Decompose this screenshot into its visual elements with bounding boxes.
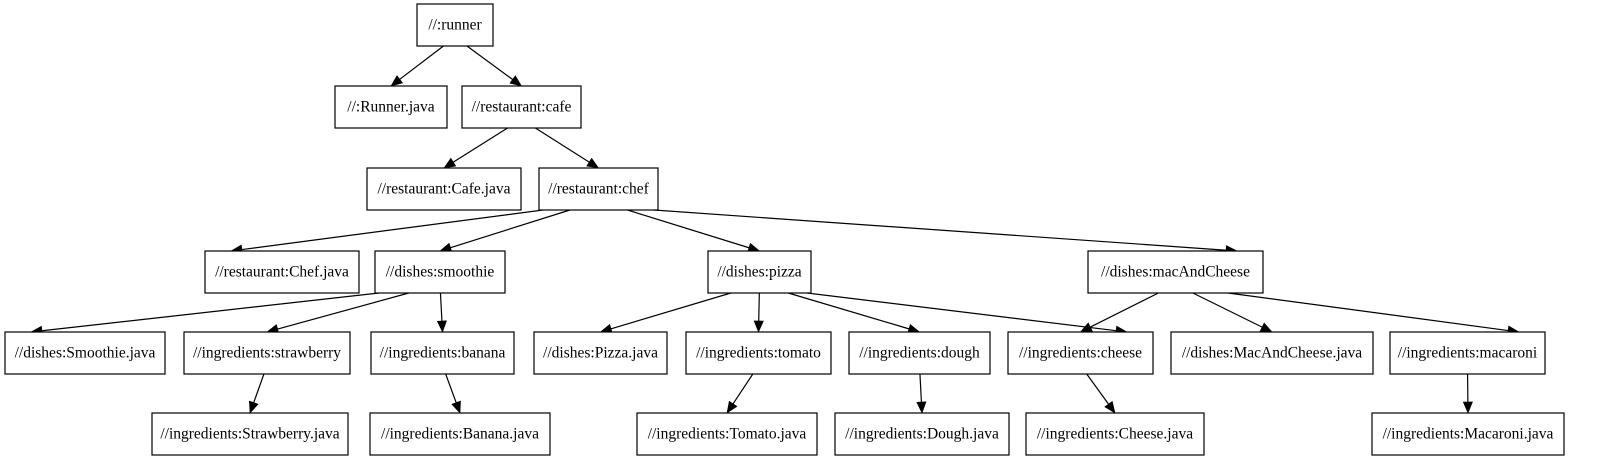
graph-node[interactable]: //ingredients:Dough.java — [834, 412, 1010, 456]
graph-edge — [916, 373, 927, 414]
graph-node[interactable]: //restaurant:Chef.java — [204, 250, 360, 294]
graph-edge — [439, 209, 571, 253]
graph-edge — [1086, 373, 1116, 414]
graph-node-label: //dishes:Pizza.java — [543, 345, 658, 362]
graph-node[interactable]: //ingredients:Macaroni.java — [1371, 412, 1565, 456]
graph-node-label: //ingredients:dough — [859, 345, 980, 362]
graph-edge — [390, 45, 444, 87]
graph-edge — [443, 127, 508, 169]
graph-edge — [1192, 292, 1273, 333]
graph-node[interactable]: //dishes:Pizza.java — [533, 331, 668, 375]
graph-node-label: //ingredients:cheese — [1019, 345, 1142, 362]
graph-node[interactable]: //restaurant:cafe — [461, 85, 582, 129]
graph-edge — [230, 209, 544, 255]
graph-node[interactable]: //ingredients:banana — [370, 331, 515, 375]
graph-node-label: //ingredients:Cheese.java — [1037, 426, 1193, 443]
graph-node[interactable]: //:runner — [416, 3, 494, 47]
graph-node-label: //dishes:smoothie — [386, 264, 495, 281]
graph-node-label: //ingredients:Banana.java — [381, 426, 539, 443]
graph-node-label: //ingredients:banana — [380, 345, 506, 362]
graph-node[interactable]: //ingredients:cheese — [1007, 331, 1154, 375]
graph-node-label: //ingredients:Dough.java — [845, 426, 999, 443]
graph-node-label: //ingredients:Strawberry.java — [160, 426, 339, 443]
graph-node-label: //ingredients:macaroni — [1398, 345, 1538, 362]
graph-node-label: //restaurant:cafe — [472, 99, 572, 116]
graph-node-label: //ingredients:Macaroni.java — [1383, 426, 1554, 443]
graph-node-label: //restaurant:Cafe.java — [378, 181, 511, 198]
graph-node[interactable]: //ingredients:strawberry — [183, 331, 351, 375]
graph-node[interactable]: //ingredients:dough — [848, 331, 991, 375]
graph-node[interactable]: //ingredients:tomato — [685, 331, 832, 375]
graph-edge — [535, 127, 600, 169]
graph-node-label: //:Runner.java — [347, 99, 435, 116]
graph-edge — [1462, 373, 1473, 414]
graph-node[interactable]: //dishes:smoothie — [374, 250, 506, 294]
graph-node[interactable]: //dishes:macAndCheese — [1087, 250, 1264, 294]
graph-node[interactable]: //ingredients:Tomato.java — [636, 412, 818, 456]
graph-node-label: //:runner — [428, 17, 482, 34]
graph-edge — [445, 373, 461, 414]
graph-edge — [249, 373, 265, 414]
graph-edge — [1079, 292, 1159, 333]
graph-edge — [30, 292, 380, 336]
graph-edge — [1227, 292, 1520, 336]
graph-node-label: //restaurant:chef — [548, 181, 650, 198]
graph-node[interactable]: //dishes:Smoothie.java — [4, 331, 166, 375]
graph-node-label: //dishes:Smoothie.java — [15, 345, 156, 362]
graph-node-label: //restaurant:Chef.java — [215, 264, 349, 281]
graph-node[interactable]: //restaurant:Cafe.java — [366, 167, 522, 211]
node-layer: //:runner //:Runner.java //restaurant:cafe… — [4, 3, 1565, 456]
graph-node[interactable]: //dishes:MacAndCheese.java — [1170, 331, 1374, 375]
edge-layer — [30, 45, 1520, 414]
graph-node-label: //ingredients:tomato — [696, 345, 821, 362]
graph-node[interactable]: //dishes:pizza — [707, 250, 812, 294]
graph-node-label: //ingredients:strawberry — [193, 345, 341, 362]
graph-edge — [753, 292, 764, 333]
graph-node[interactable]: //ingredients:Banana.java — [369, 412, 551, 456]
graph-node[interactable]: //:Runner.java — [334, 85, 448, 129]
graph-edge — [726, 373, 754, 414]
graph-edge — [266, 292, 410, 334]
graph-edge — [653, 209, 1238, 256]
graph-edge — [599, 292, 732, 334]
graph-edge — [627, 209, 761, 253]
graph-edge — [806, 292, 1128, 336]
graph-node[interactable]: //ingredients:Cheese.java — [1025, 412, 1205, 456]
graph-node-label: //dishes:MacAndCheese.java — [1182, 345, 1362, 362]
graph-edge — [436, 292, 447, 333]
graph-node-label: //dishes:macAndCheese — [1101, 264, 1250, 281]
graph-edge — [466, 45, 523, 87]
graph-node-label: //dishes:pizza — [717, 264, 801, 281]
graph-node[interactable]: //ingredients:Strawberry.java — [151, 412, 349, 456]
graph-node[interactable]: //restaurant:chef — [538, 167, 659, 211]
graph-node[interactable]: //ingredients:macaroni — [1389, 331, 1546, 375]
graph-node-label: //ingredients:Tomato.java — [648, 426, 807, 443]
